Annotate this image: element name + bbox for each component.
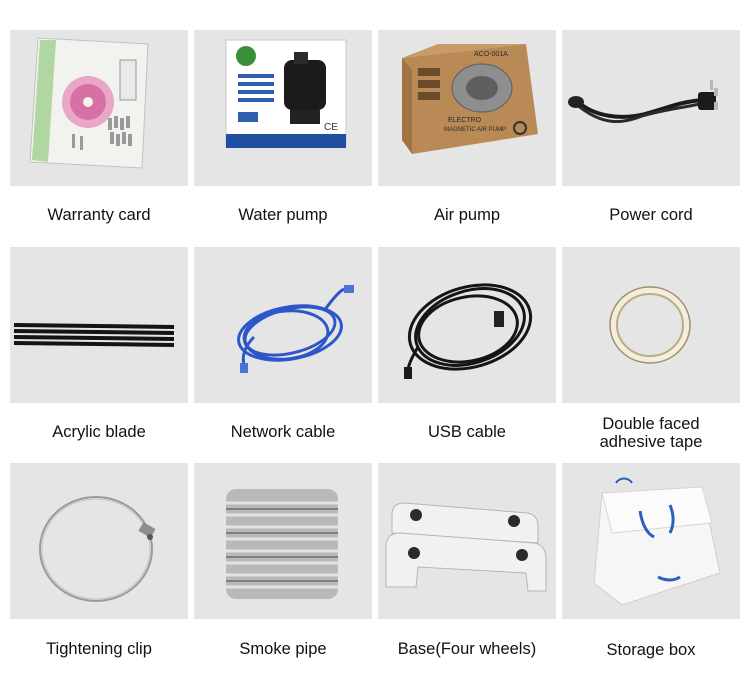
water-pump-icon: CE: [225, 39, 347, 148]
power-cord-icon: [568, 80, 718, 124]
network-cable-icon: [237, 285, 354, 373]
item-label: Base(Four wheels): [397, 640, 537, 658]
item-label: Smoke pipe: [239, 640, 327, 658]
tightening-clip-photo: [10, 463, 188, 619]
usb-cable-photo: [378, 247, 556, 403]
item-label: Tightening clip: [46, 640, 152, 658]
air-pump-photo: ACO-001A ELECTRO MAGNETIC AIR PUMP: [378, 30, 556, 186]
item-label: Acrylic blade: [52, 423, 146, 441]
adhesive-tape-photo: [562, 247, 740, 403]
power-cord-photo: [562, 30, 740, 186]
item-label: Water pump: [238, 206, 328, 224]
storage-box-icon: [593, 477, 721, 606]
svg-text:CE: CE: [324, 122, 338, 133]
item-label: USB cable: [428, 423, 506, 441]
tightening-clip-icon: [39, 496, 156, 602]
svg-text:MAGNETIC AIR PUMP: MAGNETIC AIR PUMP: [444, 127, 506, 133]
acrylic-blade-photo: [10, 247, 188, 403]
item-label: Network cable: [230, 423, 336, 441]
item-label: Power cord: [609, 206, 693, 224]
network-cable-photo: [194, 247, 372, 403]
acrylic-blade-icon: [13, 323, 175, 347]
svg-text:ACO-001A: ACO-001A: [474, 51, 508, 58]
adhesive-tape-icon: [609, 286, 691, 364]
item-label: Warranty card: [47, 206, 151, 224]
warranty-card-photo: [10, 30, 188, 186]
base-wheels-photo: [378, 463, 556, 619]
item-label: Double faced: [602, 415, 700, 433]
usb-cable-icon: [404, 283, 533, 379]
item-label: Air pump: [433, 206, 501, 224]
smoke-pipe-photo: [194, 463, 372, 619]
base-wheels-icon: [385, 502, 547, 592]
storage-box-photo: [562, 463, 740, 619]
item-label: Storage box: [606, 641, 696, 659]
item-label-line2: adhesive tape: [599, 433, 703, 451]
smoke-pipe-icon: [226, 489, 338, 599]
warranty-card-icon: [29, 37, 149, 169]
water-pump-photo: CE: [194, 30, 372, 186]
svg-text:ELECTRO: ELECTRO: [448, 117, 482, 124]
air-pump-icon: ACO-001A ELECTRO MAGNETIC AIR PUMP: [402, 44, 538, 154]
